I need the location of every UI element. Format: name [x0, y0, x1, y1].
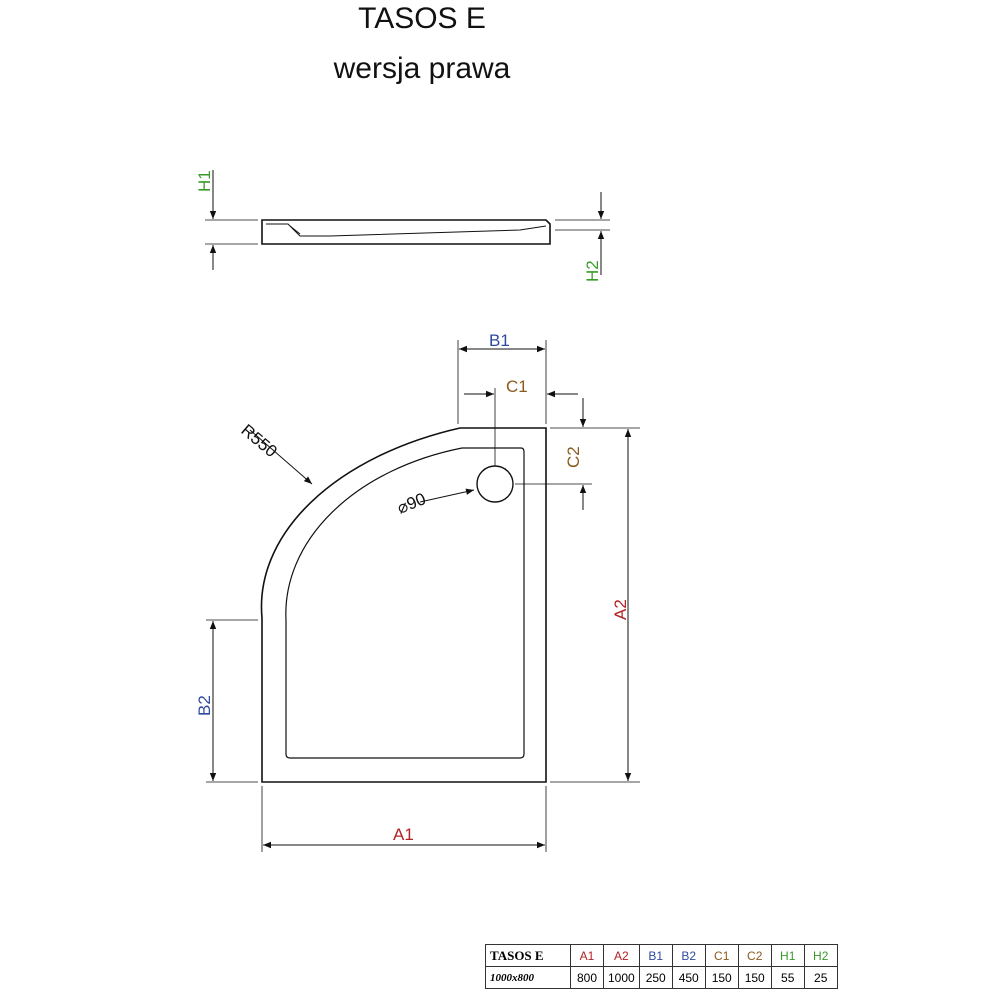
spec-size: 1000x800 — [485, 966, 571, 989]
c1-label: C1 — [506, 377, 528, 396]
spec-value-b1: 250 — [638, 966, 673, 989]
spec-value-b2: 450 — [671, 966, 706, 989]
spec-value-c2: 150 — [737, 966, 772, 989]
side-profile-view: H1 H2 — [195, 170, 610, 282]
spec-table-value-row: 1000x800 800 1000 250 450 150 150 55 25 — [485, 966, 838, 989]
spec-header-b2: B2 — [671, 944, 706, 967]
spec-value-h1: 55 — [770, 966, 805, 989]
a1-label: A1 — [393, 825, 414, 844]
tray-outline — [260, 427, 547, 783]
radius-leader — [249, 429, 313, 485]
page-subtitle: wersja prawa — [333, 52, 511, 85]
tray-profile-inner — [266, 223, 547, 237]
radius-label: R550 — [237, 421, 280, 462]
spec-header-a2: A2 — [603, 944, 640, 967]
spec-value-a1: 800 — [570, 966, 604, 989]
spec-header-h2: H2 — [803, 944, 838, 967]
drain-label: ⌀90 — [394, 489, 428, 518]
spec-table-header-row: TASOS E A1 A2 B1 B2 C1 C2 H1 H2 — [485, 944, 838, 967]
spec-header-c2: C2 — [737, 944, 772, 967]
spec-value-h2: 25 — [803, 966, 838, 989]
spec-header-h1: H1 — [770, 944, 805, 967]
plan-view: B1 C1 C2 A2 B2 A1 R550 ⌀90 — [195, 331, 640, 852]
spec-value-a2: 1000 — [603, 966, 640, 989]
h1-label: H1 — [195, 170, 214, 192]
spec-value-c1: 150 — [704, 966, 739, 989]
page-title: TASOS E — [358, 2, 486, 35]
b1-label: B1 — [489, 331, 510, 350]
h2-label: H2 — [583, 260, 602, 282]
tray-inner-outline — [285, 447, 525, 759]
drain-circle — [476, 465, 514, 503]
a2-label: A2 — [611, 599, 630, 620]
c2-label: C2 — [564, 446, 583, 468]
b2-label: B2 — [195, 695, 214, 716]
spec-header-a1: A1 — [570, 944, 604, 967]
tray-profile — [261, 219, 551, 245]
spec-header-c1: C1 — [704, 944, 739, 967]
spec-table: TASOS E A1 A2 B1 B2 C1 C2 H1 H2 1000x800… — [485, 944, 838, 989]
spec-model: TASOS E — [485, 944, 571, 967]
spec-header-b1: B1 — [638, 944, 673, 967]
drain-leader — [419, 488, 475, 503]
